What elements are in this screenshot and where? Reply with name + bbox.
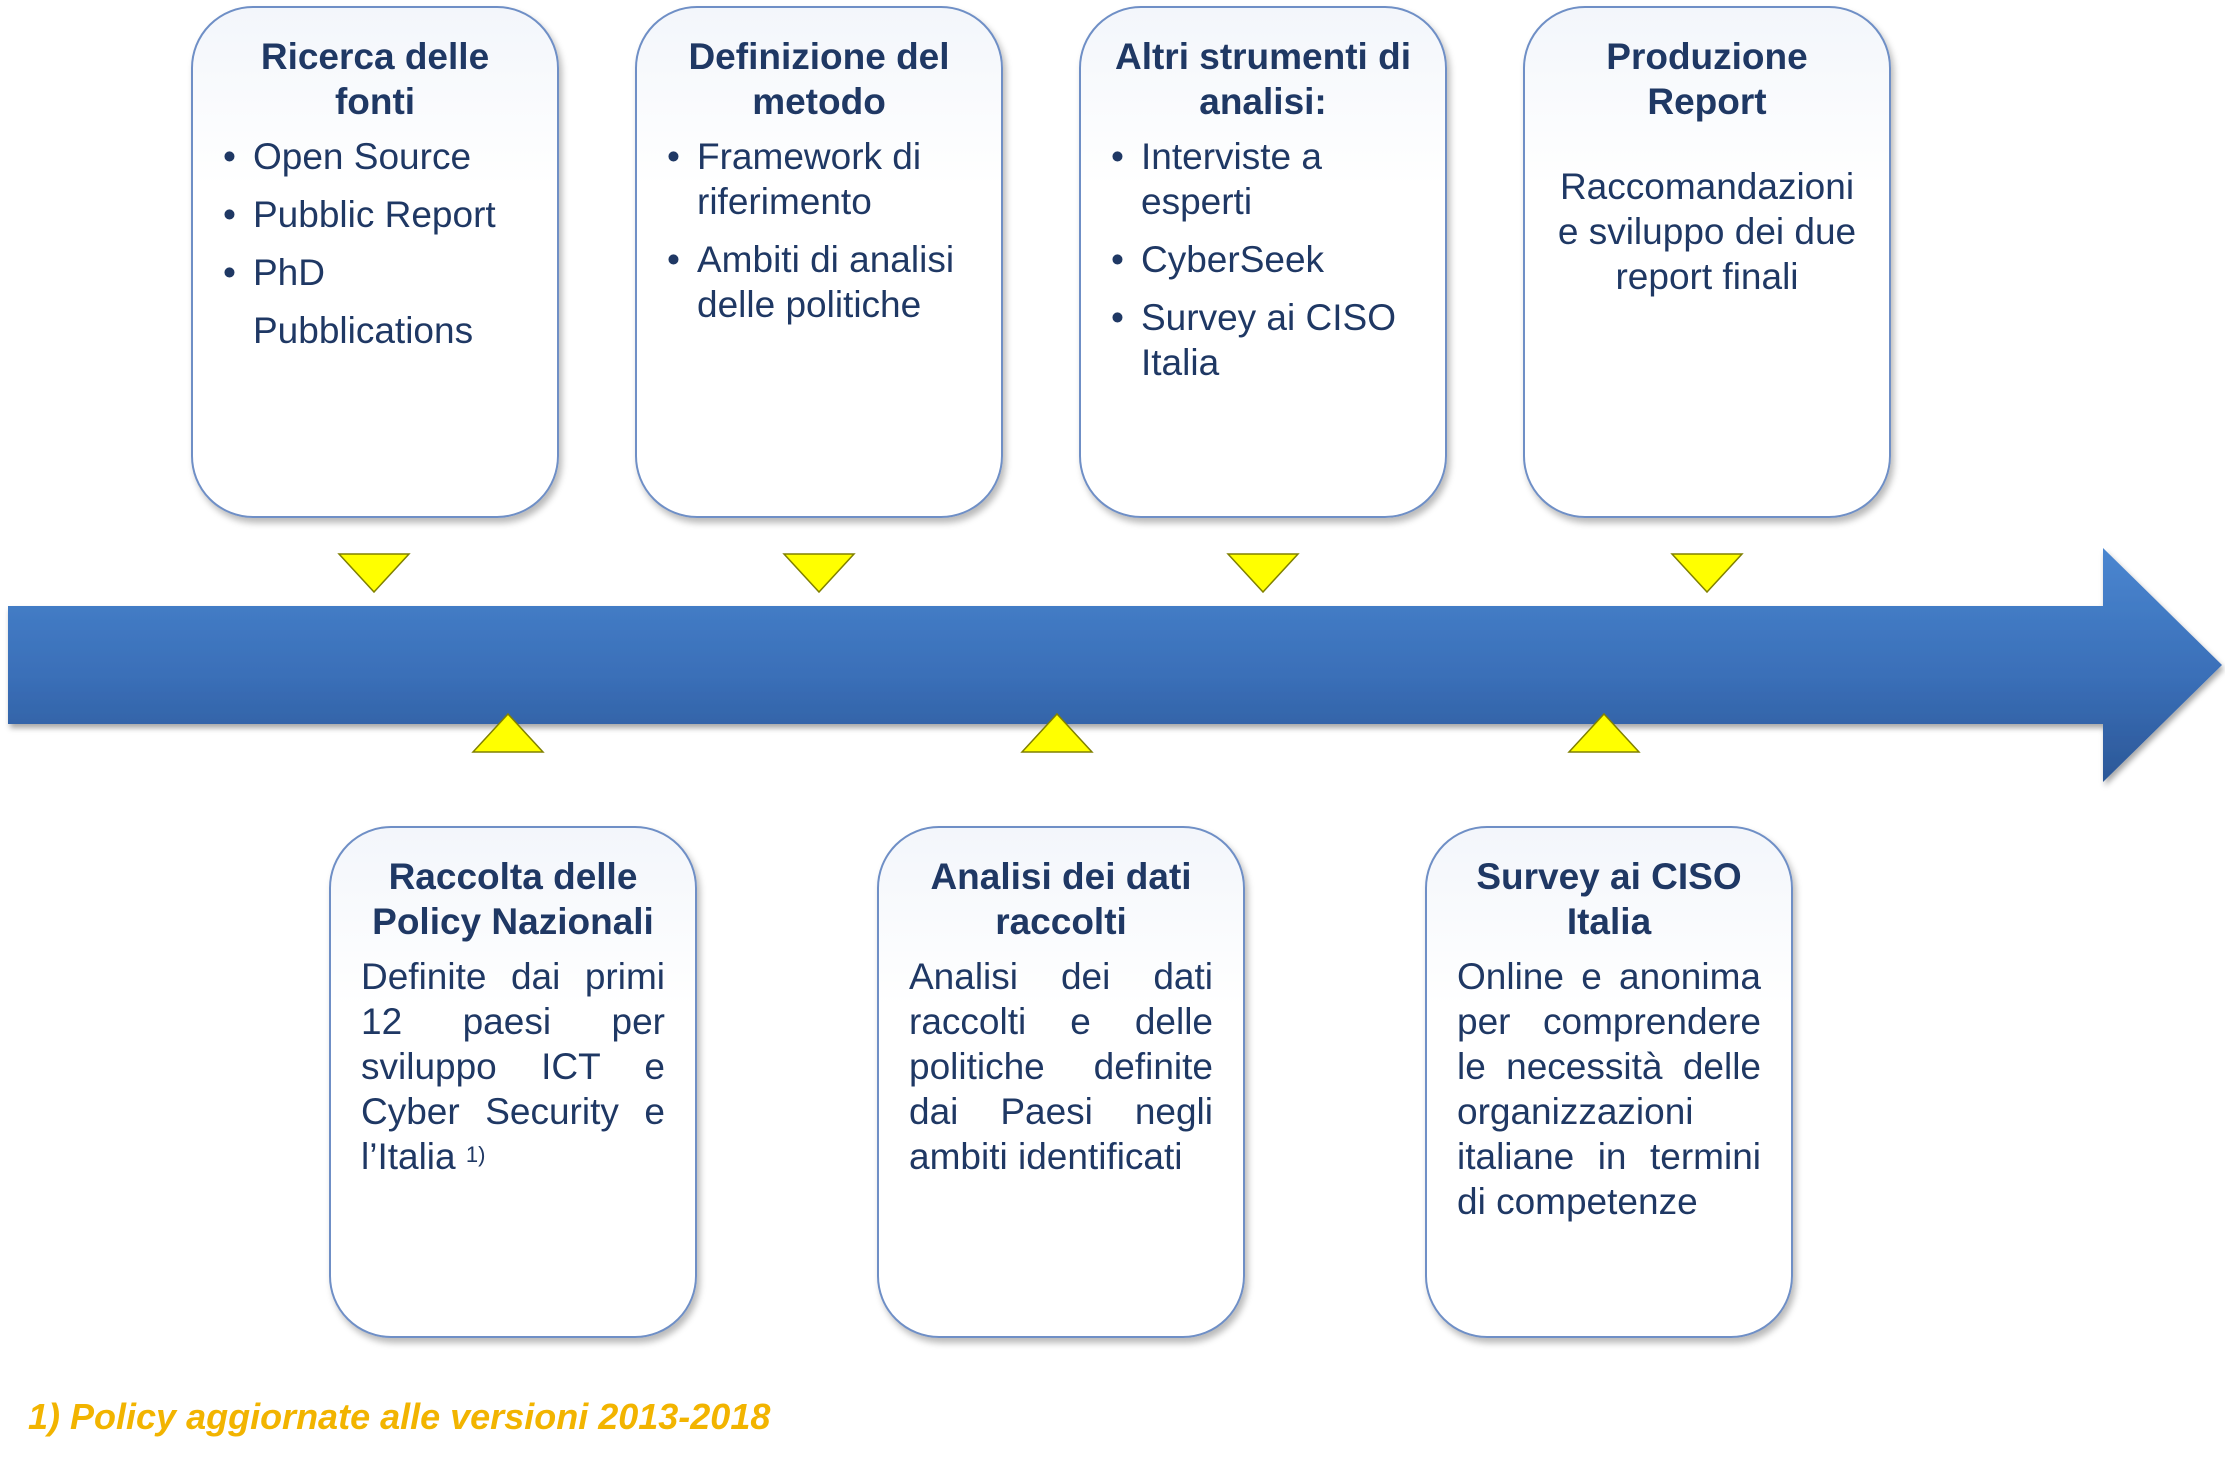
list-item: Open Source (223, 134, 527, 179)
step-title: Raccolta delle Policy Nazionali (372, 856, 654, 942)
bullet-list: Framework di riferimento Ambiti di anali… (667, 134, 971, 327)
step-title: Produzione Report (1606, 36, 1808, 122)
step-description: Analisi dei dati raccolti e delle politi… (909, 956, 1213, 1177)
step-description: Online e anonima per comprendere le nece… (1457, 956, 1761, 1222)
step-box-raccolta-policy: Raccolta delle Policy Nazionali Definite… (329, 826, 697, 1338)
step-box-definizione-metodo: Definizione del metodo Framework di rife… (635, 6, 1003, 518)
arrow-body (8, 548, 2222, 782)
marker-down-4 (1670, 553, 1744, 594)
list-item: Interviste a esperti (1111, 134, 1415, 224)
step-title: Analisi dei dati raccolti (930, 856, 1192, 942)
list-item: Pubblic Report (223, 192, 527, 237)
step-box-analisi-dati: Analisi dei dati raccolti Analisi dei da… (877, 826, 1245, 1338)
footnote: 1) Policy aggiornate alle versioni 2013-… (28, 1396, 771, 1437)
list-item: PhD (223, 250, 527, 295)
timeline-arrow (8, 548, 2222, 782)
step-box-altri-strumenti: Altri strumenti di analisi: Interviste a… (1079, 6, 1447, 518)
step-box-survey-ciso: Survey ai CISO Italia Online e anonima p… (1425, 826, 1793, 1338)
step-title: Altri strumenti di analisi: (1114, 36, 1412, 122)
step-title: Definizione del metodo (688, 36, 950, 122)
marker-up-3 (1567, 712, 1641, 753)
marker-up-1 (471, 712, 545, 753)
list-item: Survey ai CISO Italia (1111, 295, 1415, 385)
bullet-list: Open Source Pubblic Report PhD Pubblicat… (223, 134, 527, 353)
step-box-ricerca-fonti: Ricerca delle fonti Open Source Pubblic … (191, 6, 559, 518)
step-title: Ricerca delle fonti (260, 36, 490, 122)
step-description-text: Definite dai primi 12 paesi per sviluppo… (361, 956, 665, 1177)
list-item: CyberSeek (1111, 237, 1415, 282)
list-item: Pubblications (253, 310, 474, 351)
step-box-produzione-report: Produzione Report Raccomandazioni e svil… (1523, 6, 1891, 518)
marker-down-1 (337, 553, 411, 594)
step-title: Survey ai CISO Italia (1476, 856, 1742, 942)
marker-down-2 (782, 553, 856, 594)
marker-up-2 (1020, 712, 1094, 753)
bullet-list: Interviste a esperti CyberSeek Survey ai… (1111, 134, 1415, 385)
step-description: Raccomandazioni e sviluppo dei due repor… (1557, 166, 1857, 297)
list-item: Framework di riferimento (667, 134, 971, 224)
list-item: Ambiti di analisi delle politiche (667, 237, 971, 327)
footnote-ref: 1) (465, 1142, 486, 1167)
marker-down-3 (1226, 553, 1300, 594)
step-description: Definite dai primi 12 paesi per sviluppo… (361, 954, 665, 1179)
